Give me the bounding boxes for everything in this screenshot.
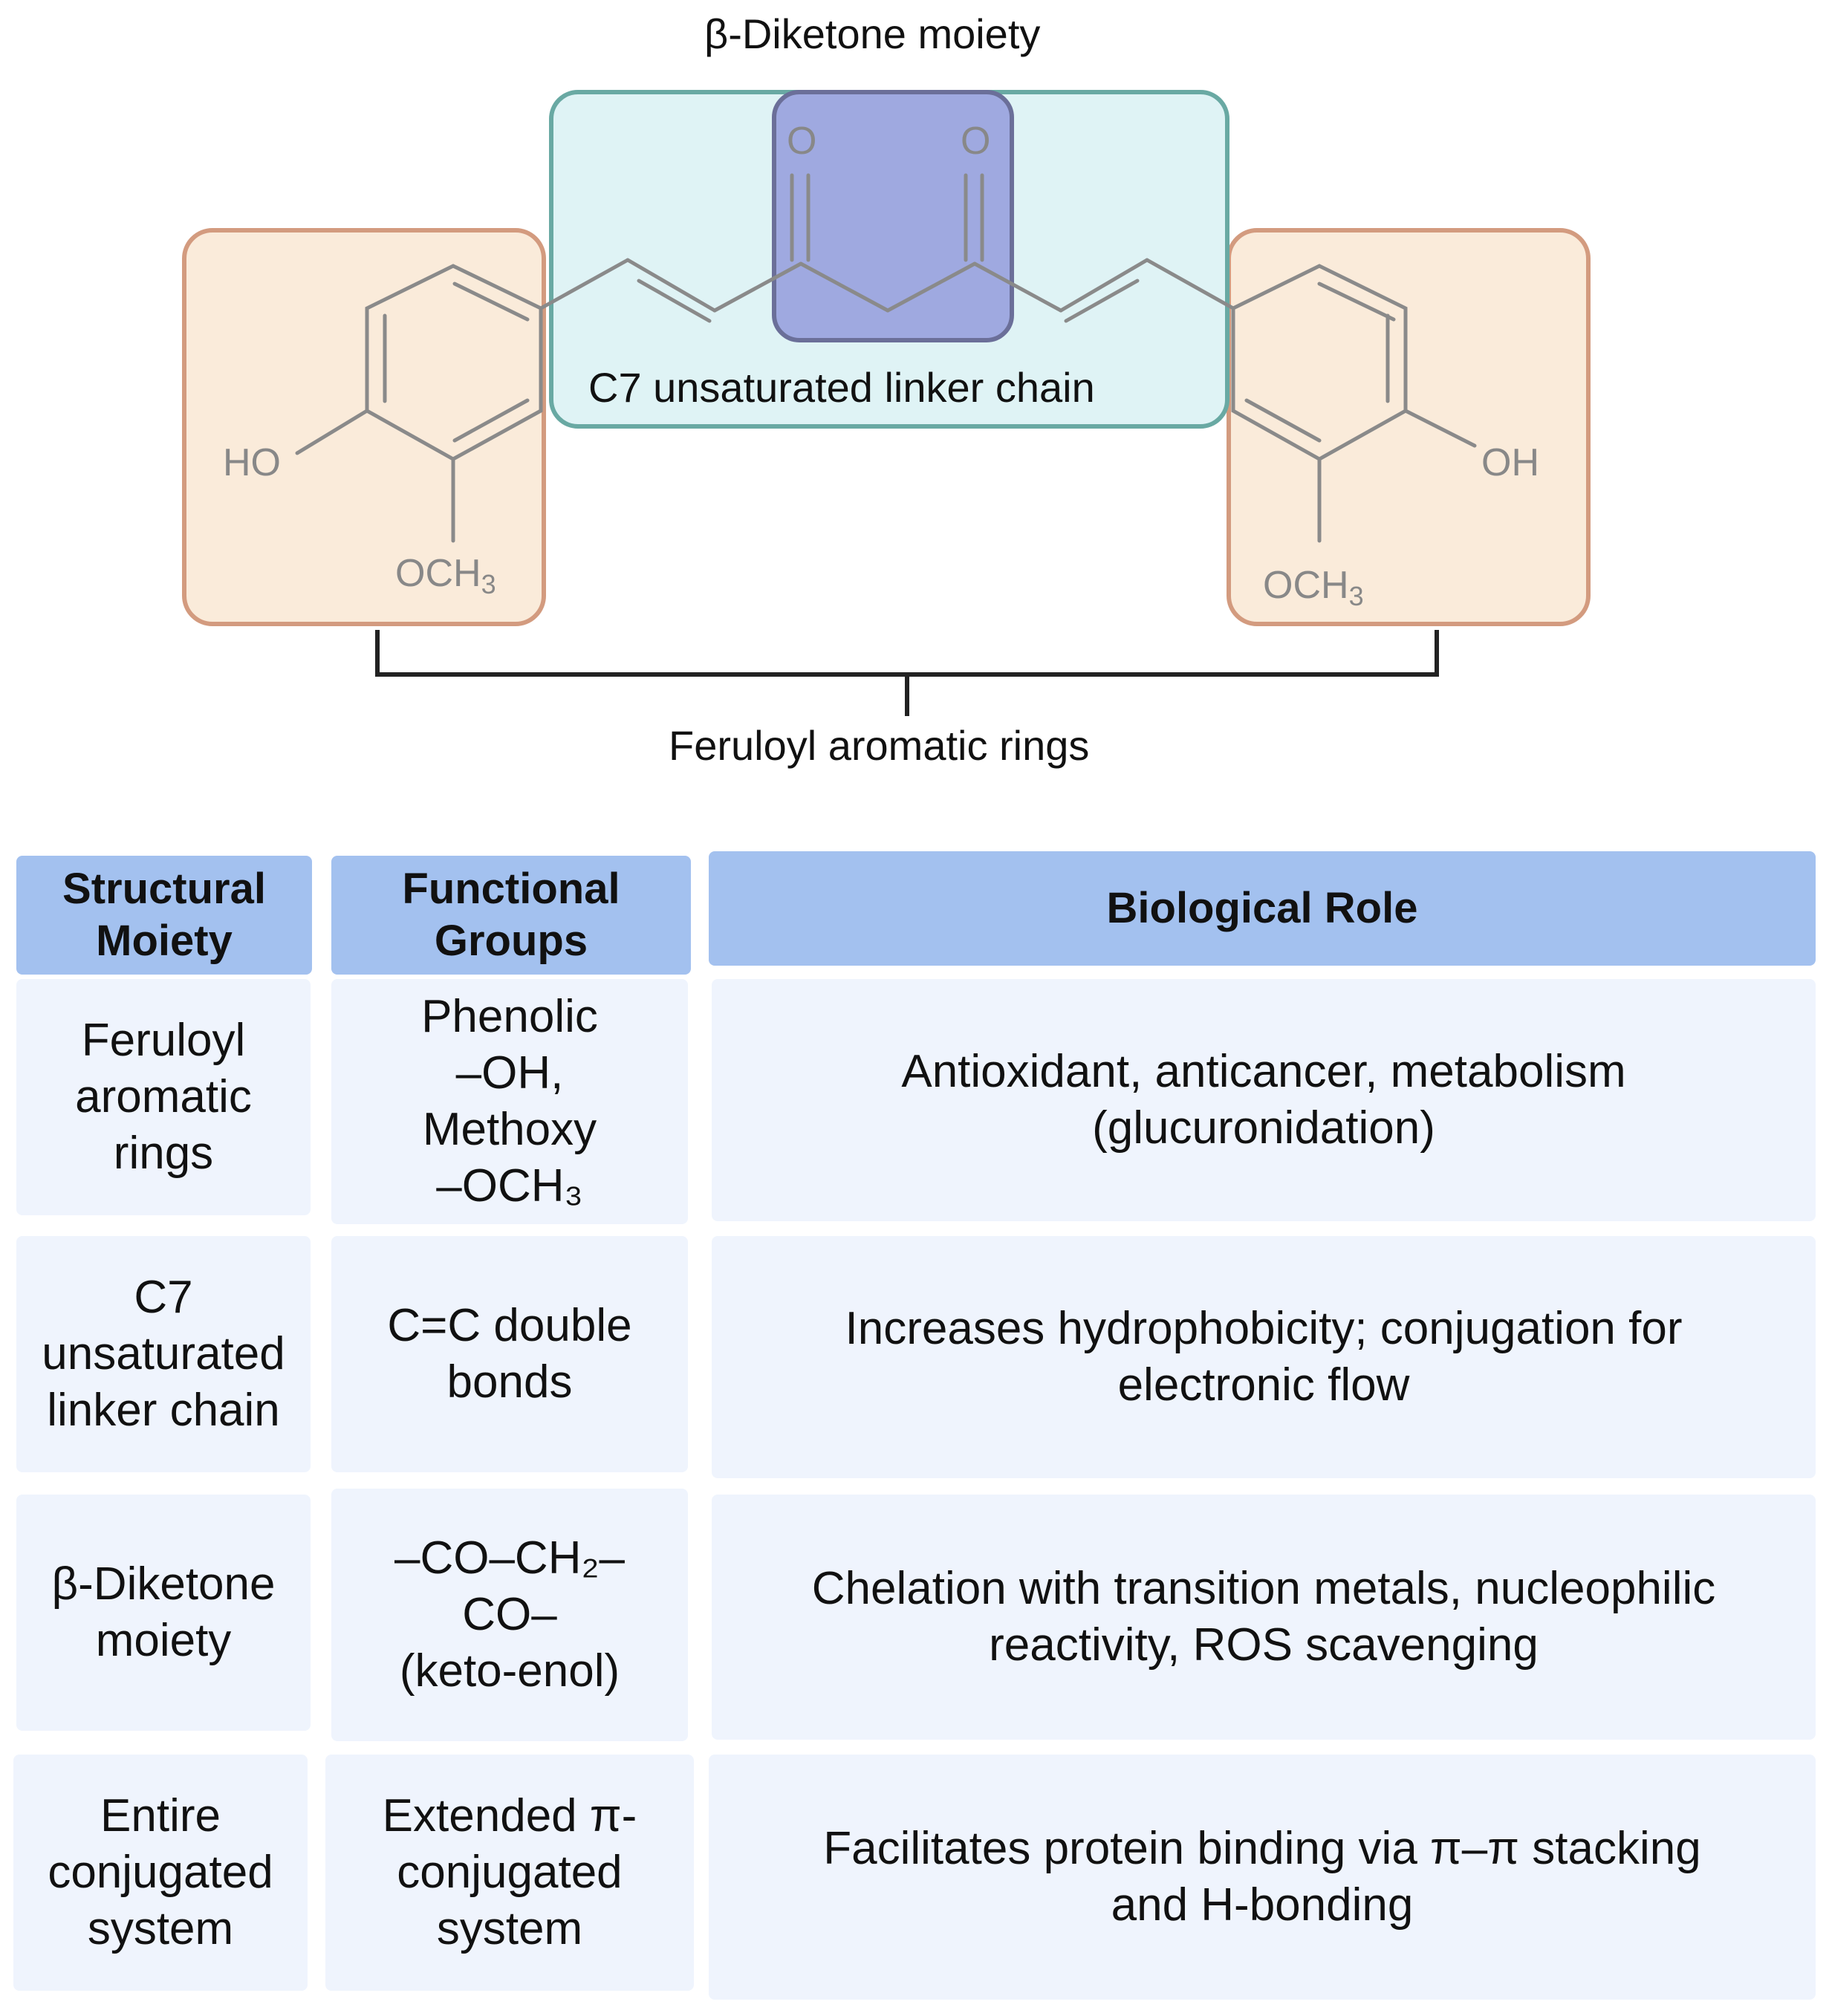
- row1-groups-text: Phenolic –OH, Methoxy –OCH₃: [421, 991, 598, 1212]
- hydroxyl-right-label: OH: [1481, 441, 1539, 484]
- header-biological-role-text: Biological Role: [1106, 884, 1418, 932]
- header-functional-groups-text: Functional Groups: [402, 865, 620, 965]
- row1-groups-cell: Phenolic –OH, Methoxy –OCH₃: [331, 979, 688, 1224]
- row1-moiety-cell: Feruloyl aromatic rings: [16, 979, 311, 1215]
- header-structural-moiety-text: Structural Moiety: [62, 865, 266, 965]
- row4-groups-cell: Extended π- conjugated system: [325, 1755, 694, 1991]
- row4-moiety-text: Entire conjugated system: [48, 1790, 273, 1954]
- rings-label: Feruloyl aromatic rings: [669, 722, 1090, 769]
- row2-moiety-text: C7 unsaturated linker chain: [42, 1272, 285, 1436]
- row2-role-text: Increases hydrophobicity; conjugation fo…: [845, 1303, 1683, 1411]
- linker-label: C7 unsaturated linker chain: [588, 364, 1095, 411]
- header-functional-groups: Functional Groups: [331, 856, 691, 975]
- methoxy-right-label: OCH3: [1263, 564, 1364, 611]
- rings-bracket: [375, 630, 1439, 716]
- row4-groups-text: Extended π- conjugated system: [382, 1790, 637, 1954]
- oxygen-left-label: O: [787, 120, 817, 163]
- row3-role-text: Chelation with transition metals, nucleo…: [811, 1563, 1716, 1671]
- header-biological-role: Biological Role: [709, 851, 1816, 966]
- row2-role-cell: Increases hydrophobicity; conjugation fo…: [712, 1236, 1816, 1478]
- diketone-label: β-Diketone moiety: [704, 10, 1041, 57]
- row1-role-cell: Antioxidant, anticancer, metabolism (glu…: [712, 979, 1816, 1221]
- header-structural-moiety: Structural Moiety: [16, 856, 312, 975]
- row2-groups-cell: C=C double bonds: [331, 1236, 688, 1472]
- row3-groups-text: –CO–CH₂– CO– (keto-enol): [394, 1532, 626, 1697]
- row1-role-text: Antioxidant, anticancer, metabolism (glu…: [901, 1046, 1626, 1154]
- row4-role-text: Facilitates protein binding via π–π stac…: [823, 1823, 1701, 1931]
- row3-moiety-cell: β-Diketone moiety: [16, 1495, 311, 1731]
- row4-moiety-cell: Entire conjugated system: [13, 1755, 308, 1991]
- oxygen-right-label: O: [961, 120, 991, 163]
- methoxy-left-label: OCH3: [395, 552, 496, 599]
- row3-role-cell: Chelation with transition metals, nucleo…: [712, 1495, 1816, 1740]
- bond-lines: [295, 173, 1477, 543]
- row3-moiety-text: β-Diketone moiety: [51, 1558, 276, 1666]
- row2-groups-text: C=C double bonds: [387, 1300, 632, 1408]
- hydroxyl-left-label: HO: [223, 441, 281, 484]
- diketone-box: [772, 90, 1014, 342]
- row2-moiety-cell: C7 unsaturated linker chain: [16, 1236, 311, 1472]
- curcumin-structure-diagram: O O HO OH OCH3 OCH3 β-Diketone moiety C7…: [0, 0, 1829, 787]
- row3-groups-cell: –CO–CH₂– CO– (keto-enol): [331, 1489, 688, 1741]
- row1-moiety-text: Feruloyl aromatic rings: [75, 1015, 252, 1179]
- structure-drawing: [182, 90, 1591, 716]
- row4-role-cell: Facilitates protein binding via π–π stac…: [709, 1755, 1816, 2000]
